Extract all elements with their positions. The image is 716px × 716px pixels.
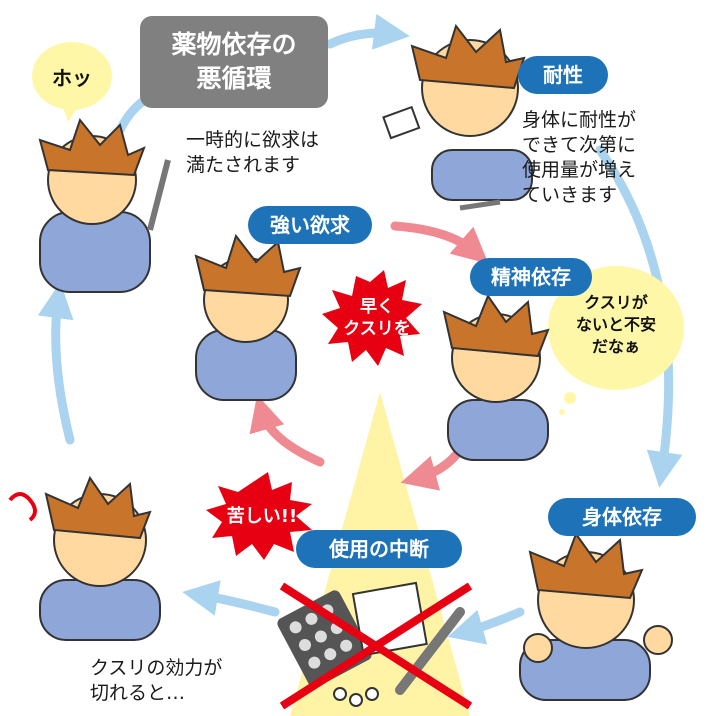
- arrow-painful-to-craving: [249, 394, 325, 467]
- wears-off-line: 切れると…: [90, 682, 186, 704]
- wears-off-line: クスリの効力が: [90, 657, 223, 679]
- title-line-1: 薬物依存の: [171, 30, 297, 59]
- label-psych-dependence: 精神依存: [470, 258, 592, 296]
- arrow-craving-to-psych: [390, 221, 489, 264]
- tolerance-desc-line: 使用量が増え: [522, 159, 637, 181]
- red-bursts: [206, 270, 422, 560]
- tolerance-desc-line: できて次第に: [522, 134, 637, 156]
- satisfied-line: 満たされます: [186, 154, 301, 176]
- hurry-burst: [322, 270, 422, 366]
- character-tolerance: [382, 23, 533, 211]
- character-psych: [442, 293, 550, 461]
- label-craving: 強い欲求: [248, 206, 372, 244]
- character-suffering: [8, 475, 161, 641]
- character-craving: [194, 233, 302, 401]
- satisfied-text: 一時的に欲求は 満たされます: [186, 128, 386, 178]
- medicine-items: [277, 581, 473, 710]
- relief-bubble: [32, 42, 112, 110]
- anxious-line: ないと不安: [575, 315, 656, 334]
- speech-bubbles: [32, 42, 684, 415]
- tolerance-desc-line: 身体に耐性が: [522, 109, 637, 131]
- hurry-speech: 早く クスリを: [334, 296, 420, 340]
- arrow-satisfied-to-title: [115, 95, 150, 135]
- painful-burst: [206, 472, 312, 560]
- arrow-wearoff-to-satisfied: [37, 282, 75, 445]
- anxious-line: だなぁ: [591, 337, 640, 356]
- outer-cycle-arrows: [37, 13, 683, 645]
- title-line-2: 悪循環: [196, 64, 272, 93]
- tolerance-description: 身体に耐性が できて次第に 使用量が増え ていきます: [522, 108, 712, 208]
- label-tolerance: 耐性: [518, 56, 608, 94]
- anxious-speech: クスリが ないと不安 だなぁ: [556, 292, 676, 358]
- character-relieved: [38, 117, 171, 293]
- hurry-line: 早く: [360, 297, 394, 317]
- dizzy-icon: [8, 492, 37, 522]
- label-physical-dependence: 身体依存: [548, 498, 696, 536]
- hurry-line: クスリを: [343, 319, 411, 339]
- diagram-title: 薬物依存の 悪循環: [140, 16, 328, 108]
- arrow-interruption-to-wearoff: [182, 580, 280, 617]
- anxious-line: クスリが: [584, 293, 648, 312]
- syringe: [395, 607, 465, 695]
- arrow-physical-to-interruption: [447, 607, 525, 645]
- satisfied-line: 一時的に欲求は: [186, 129, 320, 151]
- anxious-bubble: [548, 266, 684, 390]
- arrow-title-to-tolerance: [325, 13, 410, 50]
- label-interruption: 使用の中断: [296, 530, 462, 568]
- character-angry: [519, 531, 673, 701]
- tolerance-desc-line: ていきます: [522, 184, 618, 206]
- relief-speech: ホッ: [52, 66, 92, 90]
- wears-off-text: クスリの効力が 切れると…: [90, 656, 290, 706]
- cross-mark-b: [279, 582, 473, 710]
- painful-speech: 苦しい!!: [226, 506, 298, 527]
